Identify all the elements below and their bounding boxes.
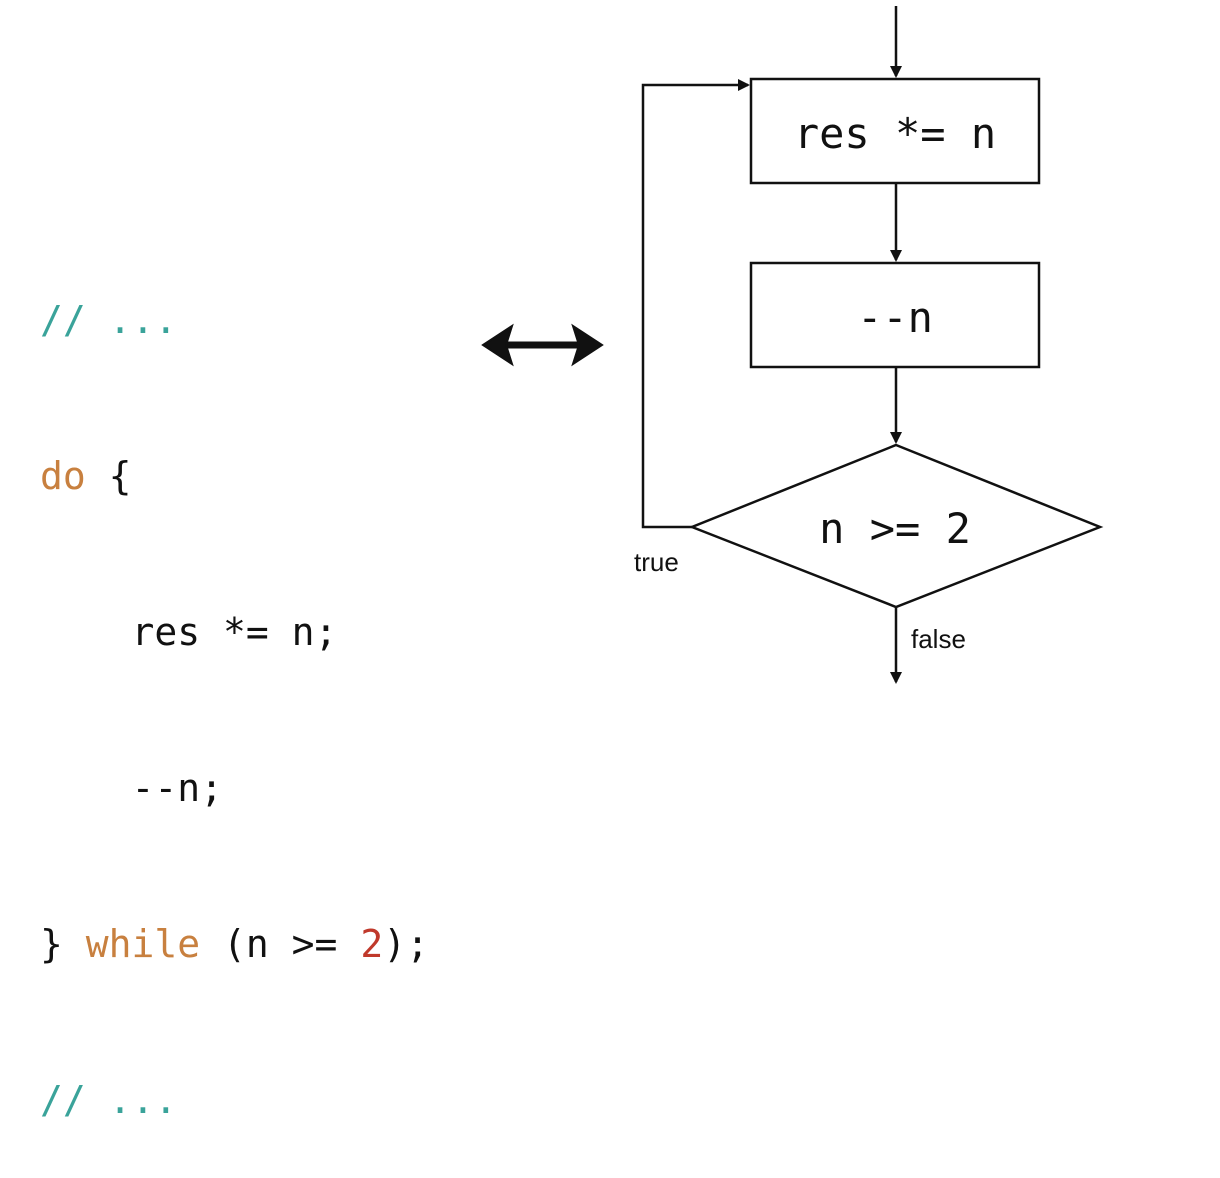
code-keyword-while: while [85,922,201,966]
false-label: false [911,624,966,654]
code-line-2: do { [40,450,429,502]
true-label: true [634,547,679,577]
code-comment: // ... [40,1078,178,1122]
code-brace-close: } [40,922,86,966]
double-arrow-icon [481,323,604,367]
code-brace-open: { [85,454,132,498]
code-line-1: // ... [40,294,429,346]
code-paren-close: ); [383,922,429,966]
code-line-5: } while (n >= 2); [40,918,429,970]
flowchart: res *= n --n n >= 2 true false [481,6,1104,684]
code-statement-decrement: --n; [40,766,224,810]
process-box-multiply [749,77,1041,185]
code-condition: (n >= [200,922,361,966]
code-comment: // ... [40,298,178,342]
code-line-4: --n; [40,762,429,814]
loop-back-arrow [641,79,750,529]
condition-diamond-label: n >= 2 [819,504,971,553]
process-box-multiply-label: res *= n [794,109,996,158]
process-box-decrement [749,261,1041,369]
code-number: 2 [360,922,384,966]
process-box-decrement-label: --n [857,293,933,342]
code-line-3: res *= n; [40,606,429,658]
code-line-6: // ... [40,1074,429,1126]
code-keyword-do: do [40,454,86,498]
code-statement-multiply: res *= n; [40,610,338,654]
